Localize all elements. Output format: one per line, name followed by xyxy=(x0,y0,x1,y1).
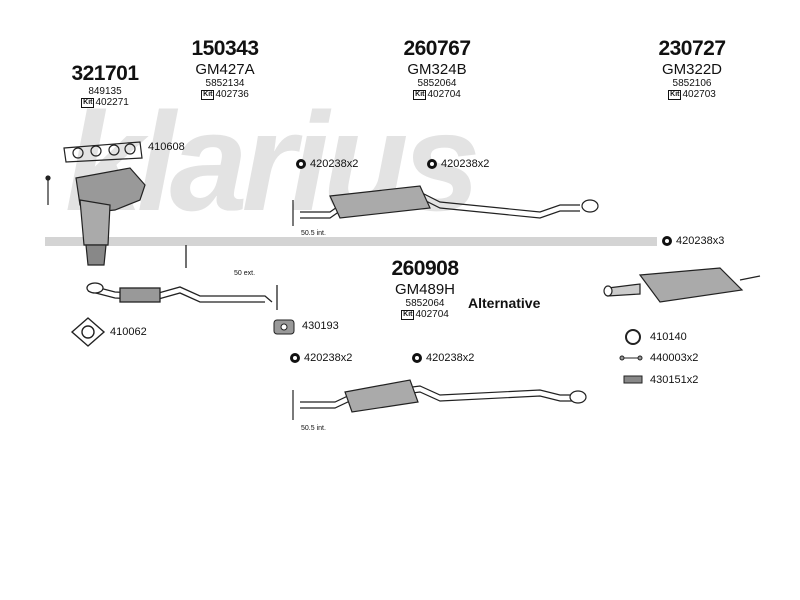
callout-430193: 430193 xyxy=(302,320,339,332)
callout-410062: 410062 xyxy=(110,326,147,338)
oe-number: 5852064 xyxy=(417,78,457,89)
header-260908: 260908 GM489H 5852064 Kit 402704 xyxy=(385,257,465,320)
part-code: GM324B xyxy=(407,61,467,78)
header-321701: 321701 849135 Kit 402271 xyxy=(70,62,140,108)
main-divider-line xyxy=(45,237,657,246)
dim-int-bottom: 50.5 int. xyxy=(301,425,326,432)
part-number: 150343 xyxy=(191,37,259,60)
callout-440003: 440003x2 xyxy=(650,352,699,364)
clamp-icon xyxy=(412,353,422,363)
callout-410140: 410140 xyxy=(650,331,687,343)
front-pipe xyxy=(86,245,278,310)
dim-ext: 50 ext. xyxy=(234,270,256,277)
part-code: GM427A xyxy=(195,61,255,78)
kit-value: 402271 xyxy=(95,97,129,108)
oe-number: 849135 xyxy=(88,86,122,97)
part-number: 260908 xyxy=(391,257,459,280)
middle-silencer-top xyxy=(292,185,599,226)
clamp-icon xyxy=(290,353,300,363)
bolt xyxy=(623,375,643,384)
part-code: GM489H xyxy=(394,281,456,298)
header-230727: 230727 GM322D 5852106 Kit 402703 xyxy=(652,37,732,100)
clamp-icon xyxy=(662,236,672,246)
oe-number: 5852064 xyxy=(405,298,445,309)
ring-seal xyxy=(625,329,641,345)
rubber-mount xyxy=(619,355,643,361)
oe-number: 5852134 xyxy=(205,78,245,89)
clamp-icon xyxy=(296,159,306,169)
oe-number: 5852106 xyxy=(672,78,712,89)
callout-clamp-bottom-left: 420238x2 xyxy=(290,352,352,364)
part-number: 260767 xyxy=(403,37,471,60)
kit-number: Kit 402736 xyxy=(185,89,265,100)
dim-int-top: 50.5 int. xyxy=(301,230,326,237)
kit-number: Kit 402271 xyxy=(70,97,140,108)
kit-icon: Kit xyxy=(668,89,682,100)
callout-clamp-long: 420238x3 xyxy=(662,235,724,247)
clamp-icon xyxy=(427,159,437,169)
manifold-gasket xyxy=(63,141,143,163)
callout-430151: 430151x2 xyxy=(650,374,699,386)
part-number: 230727 xyxy=(658,37,726,60)
alternative-label: Alternative xyxy=(468,295,541,311)
kit-number: Kit 402704 xyxy=(397,89,477,100)
header-150343: 150343 GM427A 5852134 Kit 402736 xyxy=(185,37,265,100)
manifold-catalyst xyxy=(45,167,146,266)
callout-410608: 410608 xyxy=(148,141,185,153)
header-260767: 260767 GM324B 5852064 Kit 402704 xyxy=(397,37,477,100)
kit-value: 402704 xyxy=(415,309,449,320)
callout-clamp-top-right: 420238x2 xyxy=(427,158,489,170)
kit-value: 402703 xyxy=(682,89,716,100)
callout-clamp-bottom-right: 420238x2 xyxy=(412,352,474,364)
flange-gasket xyxy=(70,317,106,347)
part-number: 321701 xyxy=(71,62,139,85)
callout-clamp-top-left: 420238x2 xyxy=(296,158,358,170)
kit-number: Kit 402704 xyxy=(385,309,465,320)
rear-silencer xyxy=(603,267,761,303)
kit-value: 402736 xyxy=(215,89,249,100)
part-code: GM322D xyxy=(661,61,723,78)
middle-silencer-bottom xyxy=(292,379,587,420)
kit-icon: Kit xyxy=(413,89,427,100)
kit-icon: Kit xyxy=(201,89,215,100)
kit-number: Kit 402703 xyxy=(652,89,732,100)
kit-value: 402704 xyxy=(427,89,461,100)
hanger-rubber xyxy=(273,319,295,335)
kit-icon: Kit xyxy=(81,97,95,108)
kit-icon: Kit xyxy=(401,309,415,320)
